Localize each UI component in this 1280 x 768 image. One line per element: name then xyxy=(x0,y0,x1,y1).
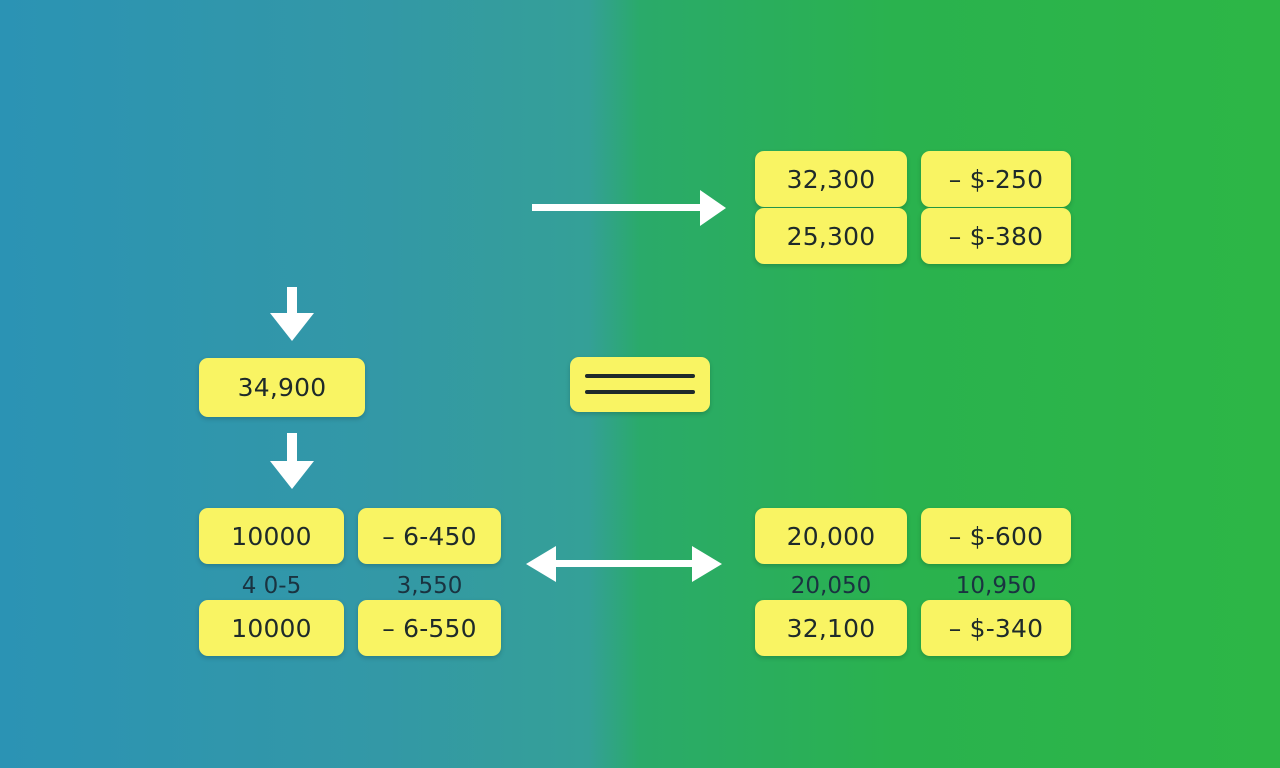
top-right-value-2: 25,300 xyxy=(755,208,907,264)
top-right-change-2: – $-380 xyxy=(921,208,1071,264)
bottom-left-mid-change: 3,550 xyxy=(396,573,463,599)
arrow-right-icon xyxy=(532,190,726,226)
bottom-left-change-2: – 6-550 xyxy=(358,600,501,656)
arrow-down-icon xyxy=(270,287,314,341)
bottom-left-mid-value: 4 0-5 xyxy=(241,573,302,599)
arrow-down-icon-2 xyxy=(270,433,314,489)
bottom-right-mid-value: 20,050 xyxy=(790,573,872,599)
bottom-right-change-1: – $-600 xyxy=(921,508,1071,564)
arrow-double-icon xyxy=(526,546,722,582)
bottom-left-value-2: 10000 xyxy=(199,600,344,656)
left-total-value: 34,900 xyxy=(199,358,365,417)
bottom-left-value-1: 10000 xyxy=(199,508,344,564)
bottom-right-mid-change: 10,950 xyxy=(955,573,1037,599)
bottom-right-change-2: – $-340 xyxy=(921,600,1071,656)
bottom-right-value-2: 32,100 xyxy=(755,600,907,656)
equals-icon xyxy=(570,357,710,412)
top-right-change-1: – $-250 xyxy=(921,151,1071,207)
bottom-left-change-1: – 6-450 xyxy=(358,508,501,564)
top-right-value-1: 32,300 xyxy=(755,151,907,207)
bottom-right-value-1: 20,000 xyxy=(755,508,907,564)
